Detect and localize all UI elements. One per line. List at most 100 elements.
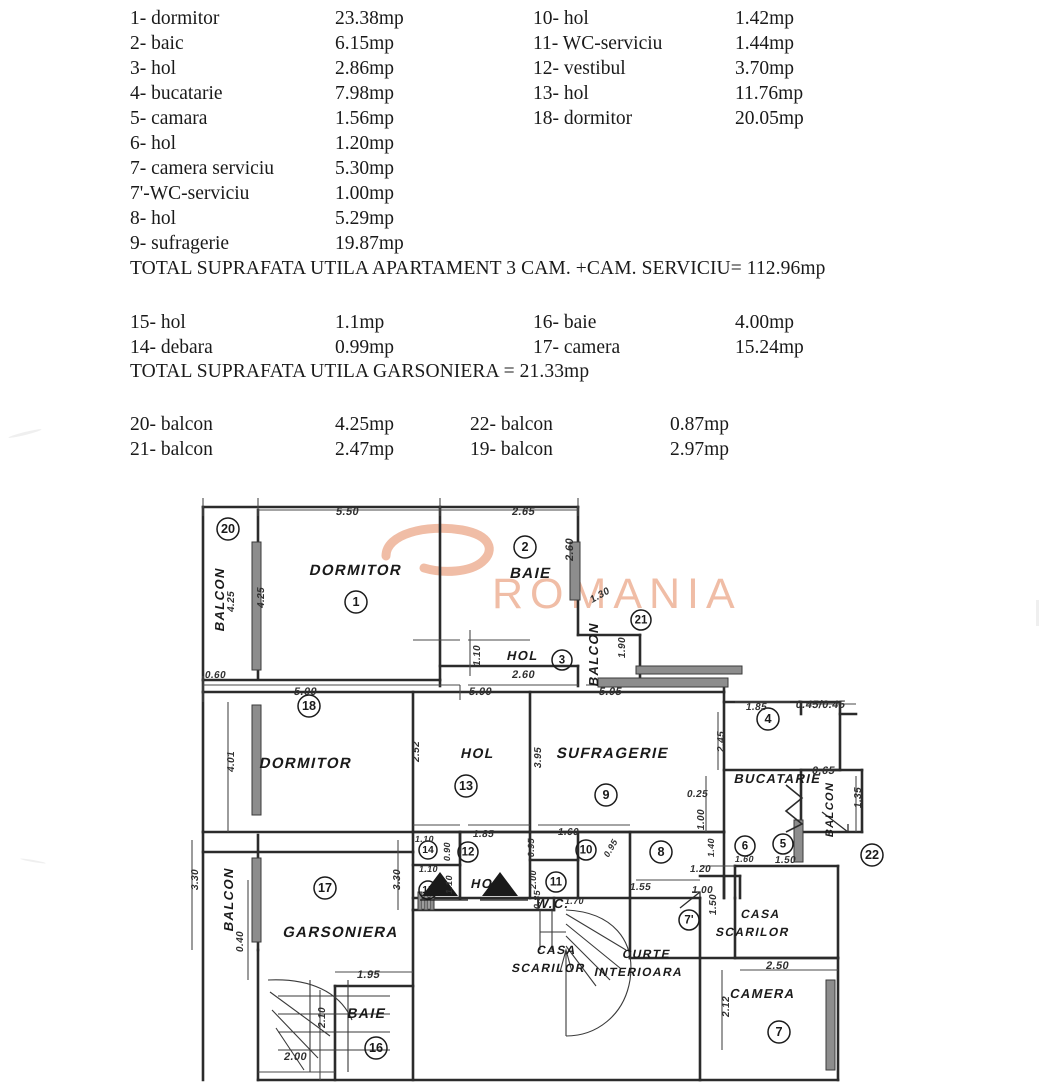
plan-room-marker-m20: 20 (216, 517, 240, 541)
plan-dimension-d-1.10a: 1.10 (472, 644, 483, 667)
stair-symbol-icon (267, 909, 632, 1072)
room-area: 1.00mp (335, 183, 395, 204)
room-label: 9- sufragerie (130, 233, 230, 254)
plan-dimension-d-2.50: 2.50 (765, 960, 790, 972)
room-area: 2.86mp (335, 58, 395, 79)
svg-text:7: 7 (775, 1025, 782, 1039)
plan-dimension-d-0.25: 0.25 (686, 789, 709, 800)
plan-room-marker-m9: 9 (594, 783, 618, 807)
plan-room-marker-m22: 22 (860, 843, 884, 867)
room-area: 1.44mp (735, 33, 795, 54)
plan-dimension-d-2.60a: 2.60 (564, 537, 576, 562)
plan-dimension-d-3.95: 3.95 (533, 746, 544, 769)
plan-room-marker-m4: 4 (756, 707, 780, 731)
room-area: 2.47mp (335, 439, 395, 460)
svg-text:17: 17 (318, 881, 332, 895)
room-area: 19.87mp (335, 233, 404, 254)
room-label: 17- camera (533, 337, 621, 358)
plan-dimension-d-1.90: 1.90 (617, 636, 628, 659)
room-label: 21- balcon (130, 439, 213, 460)
room-area: 2.97mp (670, 439, 730, 460)
plan-dimension-d-1.50b: 1.50 (708, 893, 719, 916)
room-label: 5- camara (130, 108, 208, 129)
svg-text:10: 10 (580, 845, 593, 857)
plan-dimension-d-3.30b: 3.30 (392, 868, 403, 891)
plan-dimension-d-0450: 0.45/0.45 (795, 699, 847, 711)
plan-dimension-d-2.10: 2.10 (317, 1006, 328, 1029)
balcony-list-left: 20- balcon 4.25mp 21- balcon 2.47mp (130, 412, 394, 462)
plan-dimension-d-1.50: 1.50 (774, 855, 797, 866)
svg-text:21: 21 (635, 615, 648, 627)
room-area: 1.56mp (335, 108, 395, 129)
plan-room-label-hol-12: HOL (470, 876, 505, 891)
room-area: 4.00mp (735, 312, 795, 333)
plan-room-marker-m14: 14 (418, 840, 438, 860)
level-marker-icon (422, 872, 518, 896)
plan-room-marker-m10: 10 (575, 839, 597, 861)
room-label: 8- hol (130, 208, 177, 229)
svg-text:3: 3 (559, 655, 565, 667)
svg-text:8: 8 (657, 845, 664, 859)
plan-room-marker-m17: 17 (313, 876, 337, 900)
kitchen-symbol-icon (784, 784, 804, 833)
plan-dimension-d-1.30: 1.30 (589, 585, 611, 606)
room-label: 15- hol (130, 312, 186, 333)
plan-dimension-d-0.95b: 0.95 (602, 837, 619, 860)
total-studio-line: TOTAL SUPRAFATA UTILA GARSONIERA = 21.33… (130, 361, 590, 382)
plan-room-label-balcon-19: BALCON (221, 866, 236, 933)
room-label: 14- debara (130, 337, 213, 358)
plan-dimension-d-1.85: 1.85 (745, 702, 768, 713)
plan-room-marker-m21: 21 (630, 609, 652, 631)
plan-dimension-d-1.60: 1.60 (557, 827, 580, 838)
plan-dimension-d-1.70: 1.70 (564, 896, 585, 906)
plan-dimension-d-1.60b: 1.60 (734, 854, 755, 864)
plan-dimension-d-2.65: 2.65 (511, 506, 536, 518)
plan-dimension-d-0.95: 0.95 (526, 837, 536, 858)
svg-text:2: 2 (521, 540, 528, 554)
plan-room-label-casa-scarilor-a2: SCARILOR (510, 961, 587, 975)
room-area: 1.42mp (735, 8, 795, 29)
room-area: 23.38mp (335, 8, 404, 29)
plan-dimension-d-5.00a: 5.00 (293, 686, 318, 698)
plan-dimension-d-2.00b: 2.00 (283, 1051, 308, 1063)
plan-room-marker-m7p: 7' (678, 909, 700, 931)
plan-room-label-curte-2: INTERIOARA (593, 965, 685, 979)
plan-room-label-garsoniera-17: GARSONIERA (281, 924, 400, 941)
plan-dimension-d-0.40: 0.40 (235, 930, 246, 953)
plan-dimension-d-4.01: 4.01 (226, 750, 237, 773)
room-area: 1.20mp (335, 133, 395, 154)
svg-text:13: 13 (459, 779, 473, 793)
room-area: 11.76mp (735, 83, 804, 104)
plan-room-label-balcon-20: BALCON (212, 566, 227, 633)
plan-room-marker-m2: 2 (513, 535, 537, 559)
room-label: 20- balcon (130, 414, 213, 435)
plan-dimension-d-3.30: 3.30 (190, 868, 201, 891)
plan-dimension-d-1.10c: 1.10 (418, 864, 439, 874)
total-apartment-line: TOTAL SUPRAFATA UTILA APARTAMENT 3 CAM. … (130, 258, 826, 279)
plan-room-label-balcon-21: BALCON (586, 621, 601, 688)
svg-text:6: 6 (742, 841, 748, 853)
plan-dimension-d-4.25a: 4.25 (226, 590, 237, 613)
plan-dimension-d-1.35: 1.35 (853, 786, 864, 809)
room-area: 3.70mp (735, 58, 795, 79)
room-label: 22- balcon (470, 414, 553, 435)
room-area: 4.25mp (335, 414, 395, 435)
plan-room-marker-m18: 18 (297, 694, 321, 718)
svg-text:16: 16 (369, 1041, 383, 1055)
room-area: 6.15mp (335, 33, 395, 54)
